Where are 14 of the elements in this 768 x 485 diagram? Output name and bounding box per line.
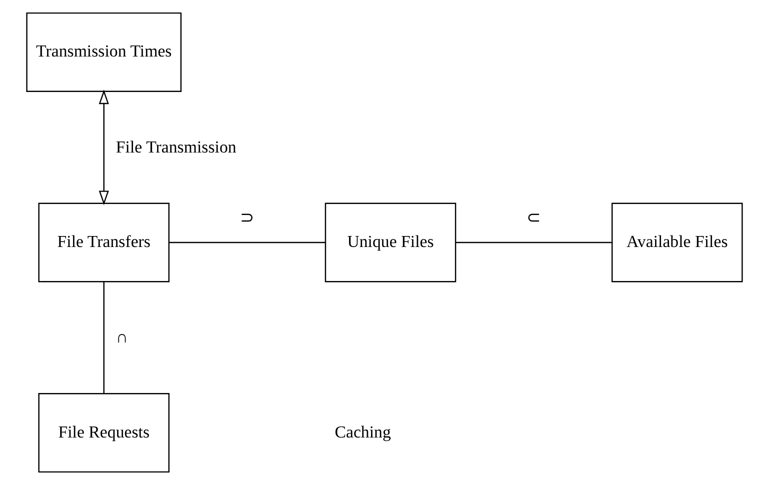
- connector: [168, 242, 325, 244]
- node-box: File Requests: [38, 393, 170, 473]
- node-box: Unique Files: [324, 202, 456, 282]
- edge-label: ⊃: [239, 208, 254, 227]
- edge-label: ∩: [115, 328, 128, 347]
- node-box: Transmission Times: [26, 12, 182, 92]
- node-box: File Transfers: [38, 202, 170, 282]
- edge-label: File Transmission: [115, 137, 236, 156]
- connector: [102, 282, 104, 394]
- edge-label: ⊂: [526, 208, 540, 227]
- label: Caching: [334, 422, 390, 442]
- arrow: [98, 90, 108, 206]
- connector: [455, 242, 612, 244]
- node-box: Available Files: [611, 202, 742, 282]
